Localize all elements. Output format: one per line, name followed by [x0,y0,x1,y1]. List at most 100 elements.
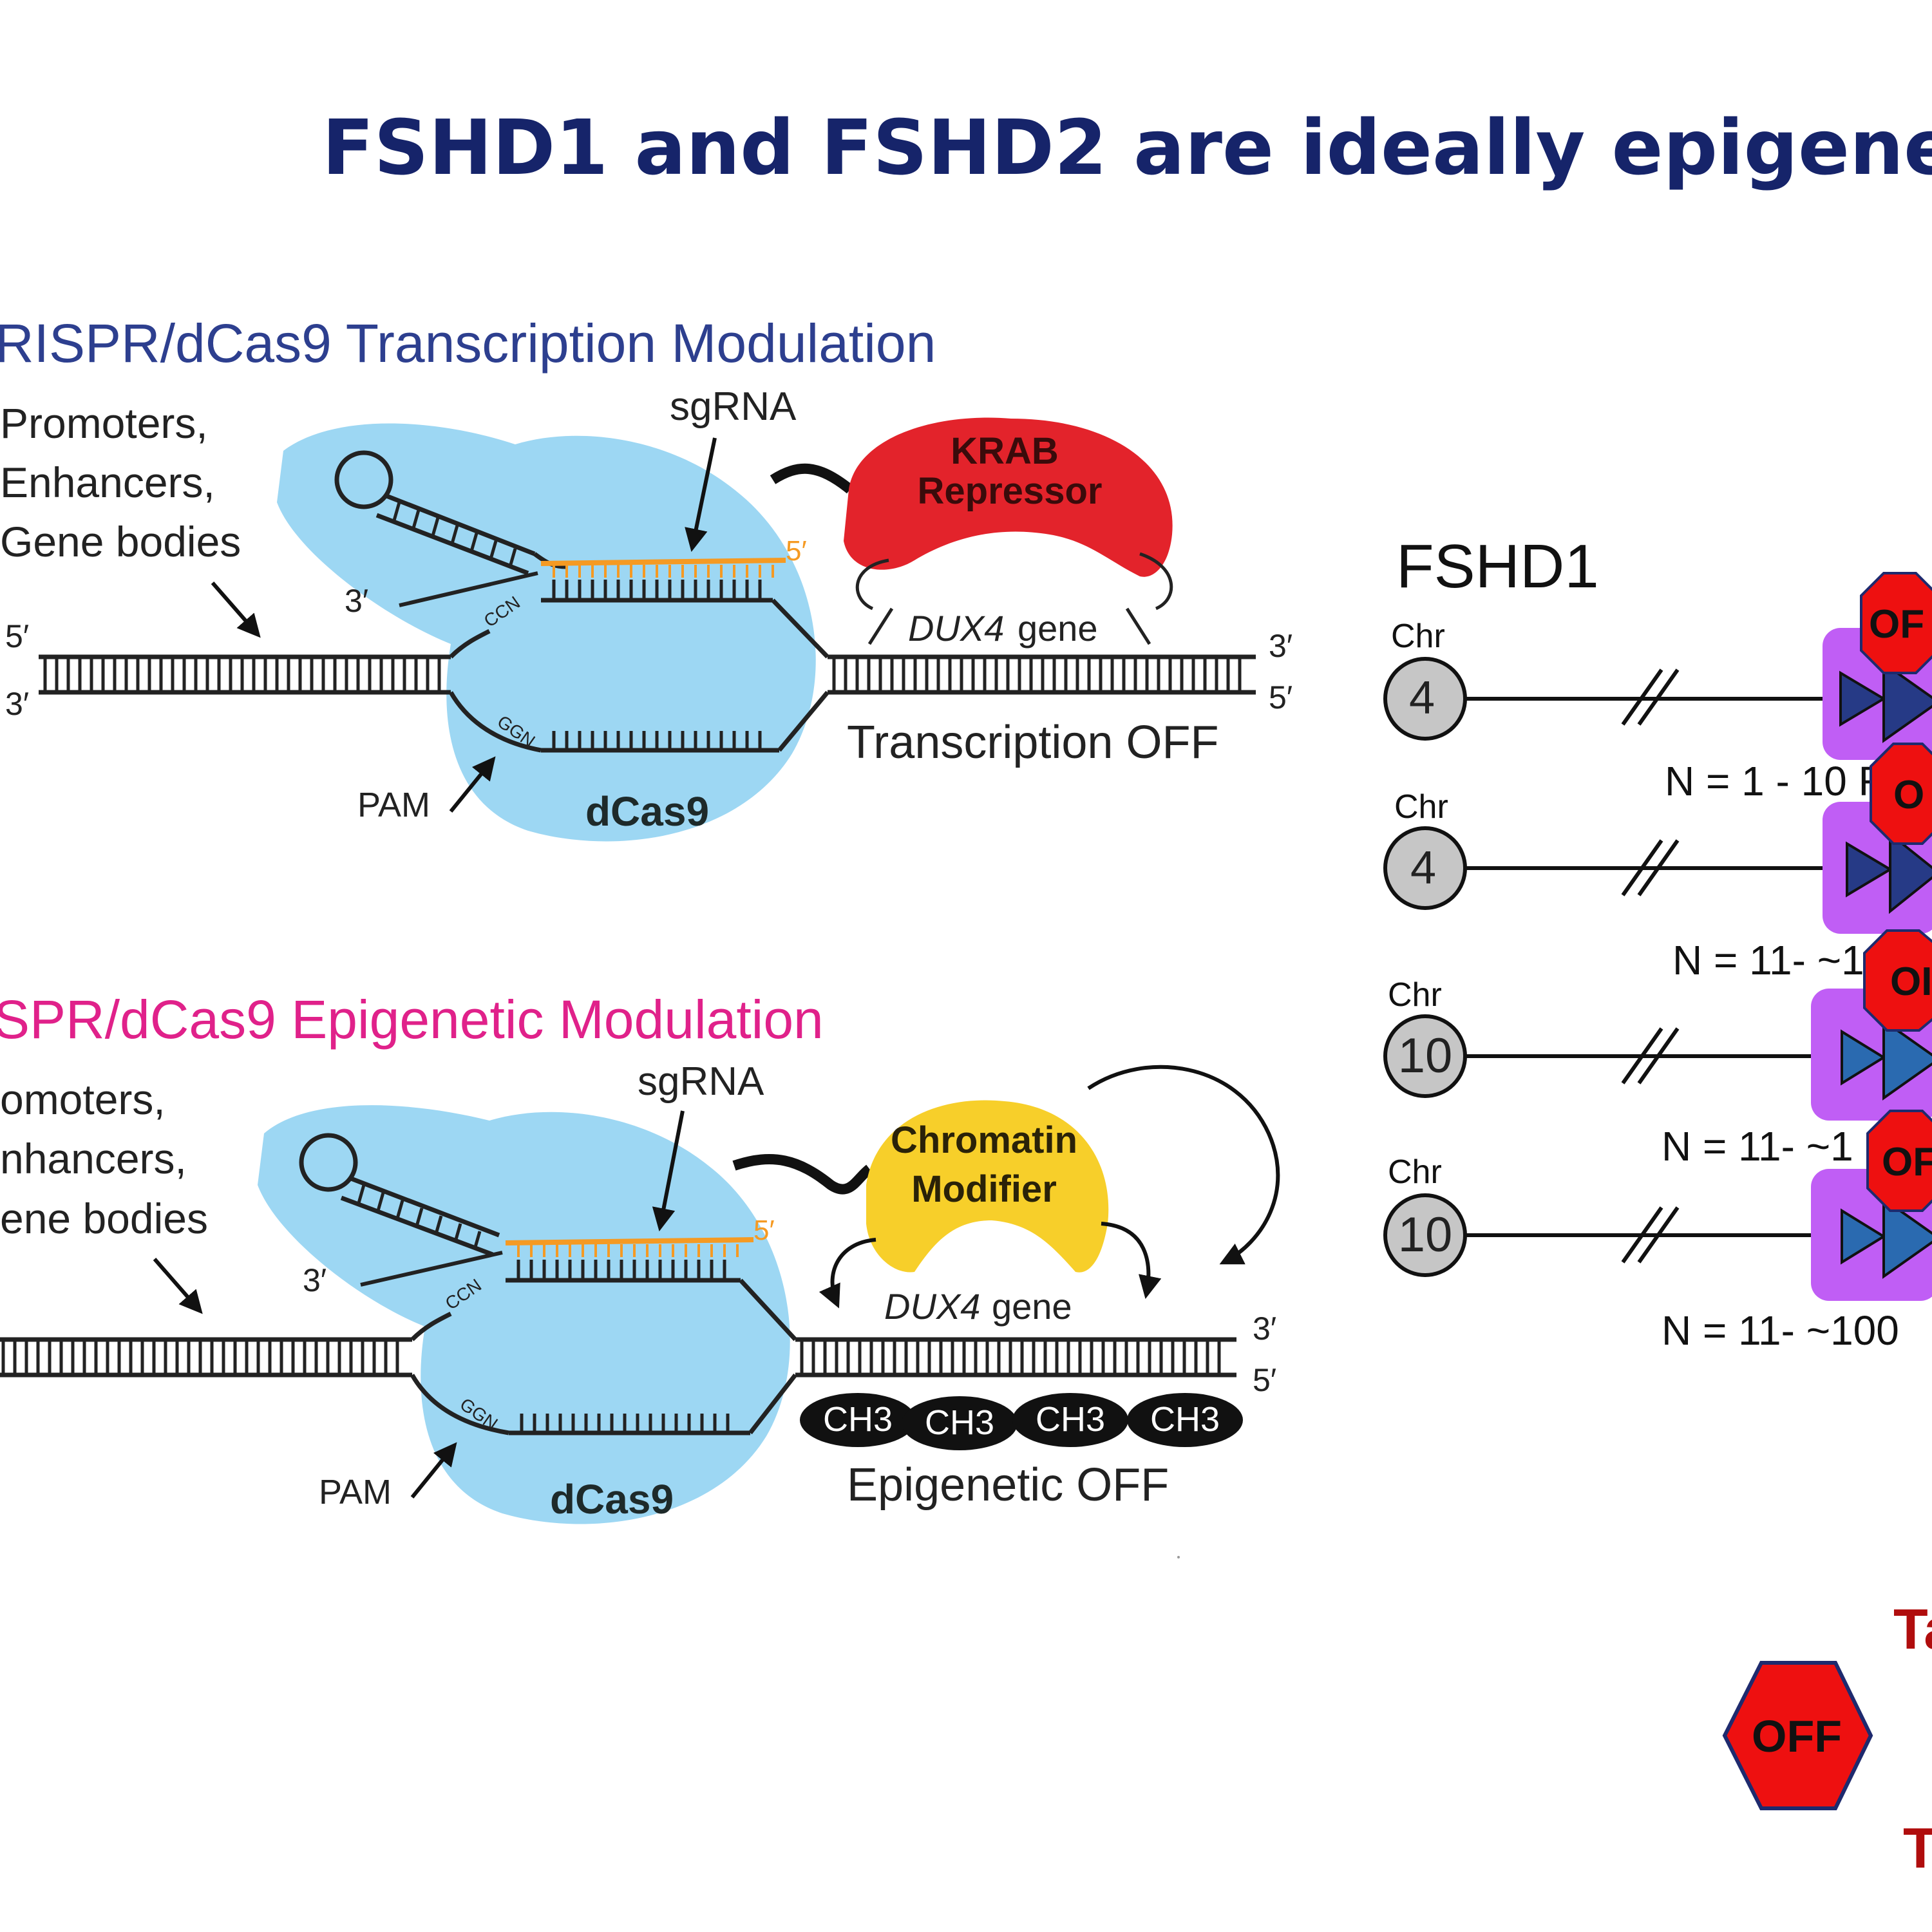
panel-a-dna-left-rungs [43,657,441,692]
stray-dot [1177,1556,1180,1558]
panel-a-dna-3prime-left: 3′ [5,686,29,722]
panel-b-target-3: ene bodies [0,1195,208,1242]
panel-a-bubble-top-left [449,629,491,659]
panel-a-sgrna-label: sgRNA [670,384,797,429]
panel-a-gene-suffix: gene [1018,608,1098,649]
panel-transcription-modulation: RISPR/dCas9 Transcription Modulation Pro… [0,313,1293,842]
panel-b-modifier-arrow-long [1087,1065,1280,1265]
chr-number: 10 [1398,1028,1453,1083]
repeat-count-label: N = 11- ~1 [1662,1123,1853,1170]
panel-a-sgrna-3prime-line [399,571,538,607]
panel-a-dna-5prime-left: 5′ [5,618,29,654]
panel-a-effector-line1: KRAB [951,430,1059,472]
panel-b-bubble-bottom-right [748,1373,797,1435]
panel-b-dna-3prime-right: 3′ [1253,1311,1276,1347]
fshd1-row: Chr 4 O N = 11- ~1 [1383,743,1932,983]
panel-a-gene-name: DUX4 [908,608,1004,649]
panel-a-sgrna-3prime: 3′ [345,583,368,619]
panel-b-sgrna-3prime-line [360,1251,503,1287]
panel-a-dcas9-protein [277,423,816,842]
panel-a-bubble-bottom-left [448,691,542,753]
panel-a-pam-arrow [449,756,496,813]
legend-label-top: Ta [1893,1597,1932,1661]
panel-b-sgrna-arrow [652,1110,685,1232]
off-sign-text: OF [1869,602,1924,647]
legend-off-sign-icon [1722,1661,1873,1810]
panel-a-sgrna-5prime: 5′ [786,535,807,567]
panel-b-target-2: nhancers, [0,1135,187,1182]
panel-a-bubble-top-right [771,598,829,659]
panel-b-outcome: Epigenetic OFF [847,1459,1169,1511]
panel-a-pam-label: PAM [357,786,430,824]
methyl-label: CH3 [1036,1400,1105,1439]
repeat-arrow-icon [1841,1029,1886,1086]
repeat-count-label: N = 11- ~100 [1662,1307,1899,1354]
panel-a-linker [770,463,853,494]
off-sign-icon [1860,572,1932,674]
chr-number: 4 [1410,842,1436,894]
off-sign-icon [1870,743,1932,845]
break-mark-icon [1621,668,1680,726]
panel-b-pam-arrow [410,1442,457,1499]
panel-a-krab-repressor [844,417,1173,577]
methyl-label: CH3 [1150,1400,1220,1439]
panel-a-sgrna-arrow [685,437,717,553]
panel-b-dcas9-protein [258,1105,790,1524]
panel-b-linker [732,1154,873,1195]
panel-b-bubble-top-right [739,1278,797,1341]
panel-b-bubble-bottom-left [410,1374,509,1435]
repeat-count-label: N = 1 - 10 R [1665,758,1888,804]
panel-b-gene-suffix: gene [992,1286,1072,1327]
chr-number: 10 [1398,1208,1453,1262]
panel-a-gene-bracket-right [1125,607,1151,645]
panel-a-gene-bracket-left [867,607,894,645]
panel-b-dna-5prime-right: 5′ [1253,1362,1276,1398]
panel-b-effector-line1: Chromatin [891,1119,1077,1161]
legend-off-text: OFF [1752,1711,1842,1761]
chr-label: Chr [1394,788,1448,826]
repeat-arrow-icon [1882,1018,1932,1101]
panel-a-target-strand-teeth [552,580,762,600]
fshd1-panel: FSHD1 Chr 4 OF N = 1 - 10 R Chr 4 [1383,532,1932,1354]
chr-label: Chr [1391,618,1445,655]
panel-b-sgrna-5prime: 5′ [753,1215,775,1246]
panel-a-bubble-bottom-right [777,690,829,752]
panel-b-dna-left-rungs [1,1340,399,1375]
break-mark-icon [1621,1206,1680,1264]
off-sign-text: OI [1890,960,1932,1004]
fshd1-row: Chr 4 OF N = 1 - 10 R [1383,572,1932,804]
panel-b-sgrna-label: sgRNA [638,1059,764,1104]
off-sign-text: OF [1882,1140,1932,1184]
panel-a-dna-right-rungs [832,657,1242,692]
methyl-label: CH3 [823,1400,893,1439]
panel-b-modifier-arrow-right [1101,1222,1162,1300]
slide-title: FSHD1 and FSHD2 are ideally epigenetical… [322,103,1932,192]
panel-a-sgrna-spacer [540,558,786,566]
panel-a-krab-right-leg [1139,552,1173,611]
panel-b-nontarget-strand-teeth [520,1414,730,1433]
panel-a-dna-3prime-right: 3′ [1269,628,1293,664]
panel-b-target-arrow [153,1258,203,1314]
panel-b-target-strand-teeth [516,1260,726,1280]
panel-b-bubble-top-left [410,1311,452,1341]
chr-label: Chr [1388,1153,1442,1191]
off-sign-icon [1866,1110,1932,1212]
panel-epigenetic-modulation: SPR/dCas9 Epigenetic Modulation omoters,… [0,989,1280,1524]
legend: OFF Ta T [1722,1597,1932,1880]
panel-a-target-arrow [211,582,261,638]
panel-b-dcas9-label: dCas9 [550,1476,674,1522]
methyl-mark [1012,1393,1128,1447]
panel-a-outcome: Transcription OFF [847,717,1218,768]
panel-a-target-3: Gene bodies [0,518,241,565]
panel-a-effector-line2: Repressor [918,470,1103,512]
panel-b-sgrna-spacer [505,1237,754,1245]
methyl-mark [1127,1393,1243,1447]
break-mark-icon [1621,1027,1680,1084]
methyl-mark [902,1396,1018,1450]
panel-a-dcas9-label: dCas9 [585,788,709,835]
repeat-arrow-icon [1882,1197,1932,1279]
panel-a-krab-left-leg [855,558,889,611]
chr-number: 4 [1409,672,1435,724]
panel-b-target-1: omoters, [0,1075,166,1123]
